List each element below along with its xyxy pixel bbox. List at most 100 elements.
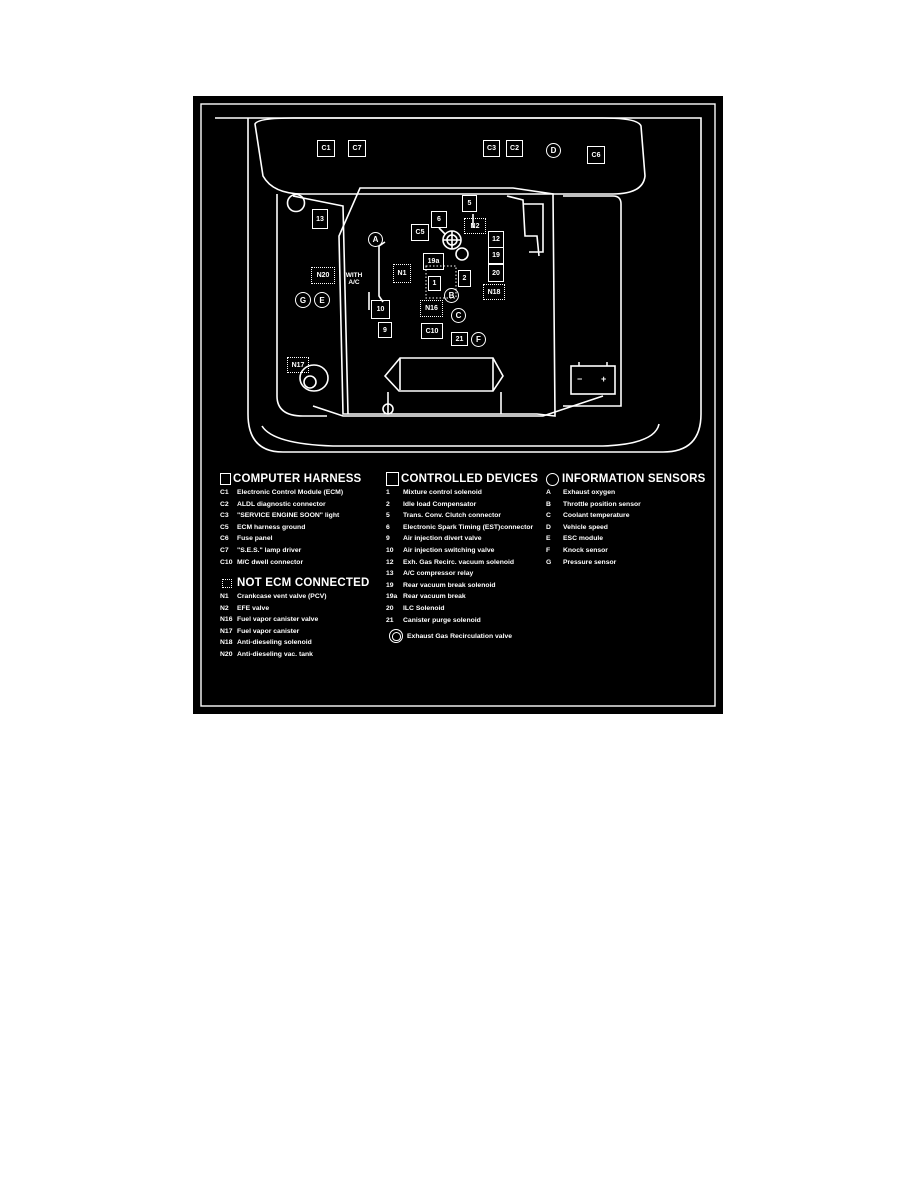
legend-item-code: 2 — [386, 500, 390, 508]
c6-box: C6 — [587, 146, 605, 164]
dotted-box-symbol-icon — [222, 578, 232, 588]
c1-box: C1 — [317, 140, 335, 157]
legend-item-code: C10 — [220, 558, 233, 566]
legend-item-code: 13 — [386, 570, 394, 578]
engine-compartment-outline: − + — [200, 103, 716, 707]
legend-item-text: Pressure sensor — [563, 558, 617, 566]
legend-item-text: Fuel vapor canister — [237, 627, 300, 635]
legend-item-code: F — [546, 546, 551, 554]
c7-box: C7 — [348, 140, 366, 157]
legend-item-text: Knock sensor — [563, 546, 608, 554]
circle-symbol-icon — [546, 472, 559, 486]
legend-item-code: 9 — [386, 535, 390, 543]
legend-item-code: C6 — [220, 535, 229, 543]
legend-item-text: Anti-dieseling vac. tank — [237, 650, 313, 658]
device-6-box: 6 — [431, 211, 447, 228]
legend-item-code: N20 — [220, 650, 233, 658]
computer-harness-heading: COMPUTER HARNESS — [220, 471, 361, 487]
legend-item: A Exhaust oxygen — [546, 487, 706, 499]
tall-box-symbol-icon — [386, 472, 399, 486]
sensor-f-circle: F — [471, 332, 486, 347]
c2-box: C2 — [506, 140, 523, 157]
legend-item-code: C — [546, 512, 551, 520]
sensor-d-circle: D — [546, 143, 561, 158]
legend-item-code: A — [546, 489, 551, 496]
legend-item-text: M/C dwell connector — [237, 558, 304, 566]
sensor-b-circle: B — [444, 288, 459, 303]
device-10-box: 10 — [371, 300, 390, 319]
legend-item-text: Trans. Conv. Clutch connector — [403, 512, 502, 520]
device-13-box: 13 — [312, 209, 328, 229]
engine-component-diagram: − + C1 C7 C3 C2 C6 C5 C10 13 6 5 12 19 2… — [193, 96, 723, 714]
legend-item-text: ILC Solenoid — [403, 604, 445, 612]
legend-item: G Pressure sensor — [546, 557, 706, 569]
device-9-box: 9 — [378, 322, 392, 338]
legend-item-text: Air injection divert valve — [403, 535, 482, 543]
legend-item-text: Coolant temperature — [563, 512, 630, 520]
legend-item-code: C3 — [220, 512, 229, 520]
not-ecm-heading: NOT ECM CONNECTED — [220, 575, 369, 591]
information-sensors-heading: INFORMATION SENSORS — [546, 471, 706, 487]
legend-item-code: D — [546, 523, 551, 531]
box-symbol-icon — [220, 473, 231, 485]
legend-item-text: Electronic Spark Timing (EST)connector — [403, 523, 534, 531]
legend-item-code: N17 — [220, 627, 233, 635]
n17-box: N17 — [287, 357, 309, 373]
legend-item: 21 Canister purge solenoid — [386, 615, 538, 627]
n20-box: N20 — [311, 267, 335, 284]
legend-item-code: 20 — [386, 604, 394, 612]
battery-minus: − — [577, 374, 582, 384]
egr-valve-icon — [389, 629, 403, 643]
legend-item-text: Canister purge solenoid — [403, 616, 481, 624]
legend-item-code: 1 — [386, 489, 390, 496]
legend-item-text: Electronic Control Module (ECM) — [237, 489, 344, 496]
legend-item-text: Crankcase vent valve (PCV) — [237, 593, 327, 600]
legend-item-text: EFE valve — [237, 604, 270, 612]
legend-item-text: Rear vacuum break — [403, 593, 466, 601]
legend-item-text: "SERVICE ENGINE SOON" light — [237, 512, 340, 520]
legend-item-code: 21 — [386, 616, 394, 624]
legend-item: 20 ILC Solenoid — [386, 603, 538, 615]
c5-box: C5 — [411, 224, 429, 241]
device-2-box: 2 — [458, 270, 471, 287]
legend-item: F Knock sensor — [546, 545, 706, 557]
legend-item-text: Throttle position sensor — [563, 500, 641, 508]
n16-box: N16 — [420, 300, 443, 317]
legend-item-text: Exhaust oxygen — [563, 489, 616, 496]
legend-computer-harness: COMPUTER HARNESS C1 Electronic Control Mo… — [220, 471, 361, 568]
legend-item-code: C2 — [220, 500, 229, 508]
legend-item: 19a Rear vacuum break — [386, 591, 538, 603]
legend-item-text: Idle load Compensator — [403, 500, 477, 508]
controlled-devices-heading: CONTROLLED DEVICES — [386, 471, 538, 487]
c3-box: C3 — [483, 140, 500, 157]
n2-box: N2 — [464, 218, 486, 234]
legend-item-text: Rear vacuum break solenoid — [403, 581, 496, 589]
legend-item-code: 12 — [386, 558, 394, 566]
device-19-box: 19 — [488, 247, 504, 264]
legend-item-code: 6 — [386, 523, 390, 531]
sensor-a-circle: A — [368, 232, 383, 247]
legend-item: N20 Anti-dieseling vac. tank — [220, 649, 369, 661]
legend-item: C3 "SERVICE ENGINE SOON" light — [220, 510, 361, 522]
legend-item-code: 19a — [386, 593, 398, 601]
legend-item: N17 Fuel vapor canister — [220, 626, 369, 638]
n1-box: N1 — [393, 264, 411, 283]
legend-item: C7"S.E.S." lamp driver — [220, 545, 361, 557]
device-19a-box: 19a — [423, 253, 444, 270]
legend-item-code: C1 — [220, 489, 229, 496]
legend-item-code: G — [546, 558, 552, 566]
device-1-box: 1 — [428, 276, 441, 291]
